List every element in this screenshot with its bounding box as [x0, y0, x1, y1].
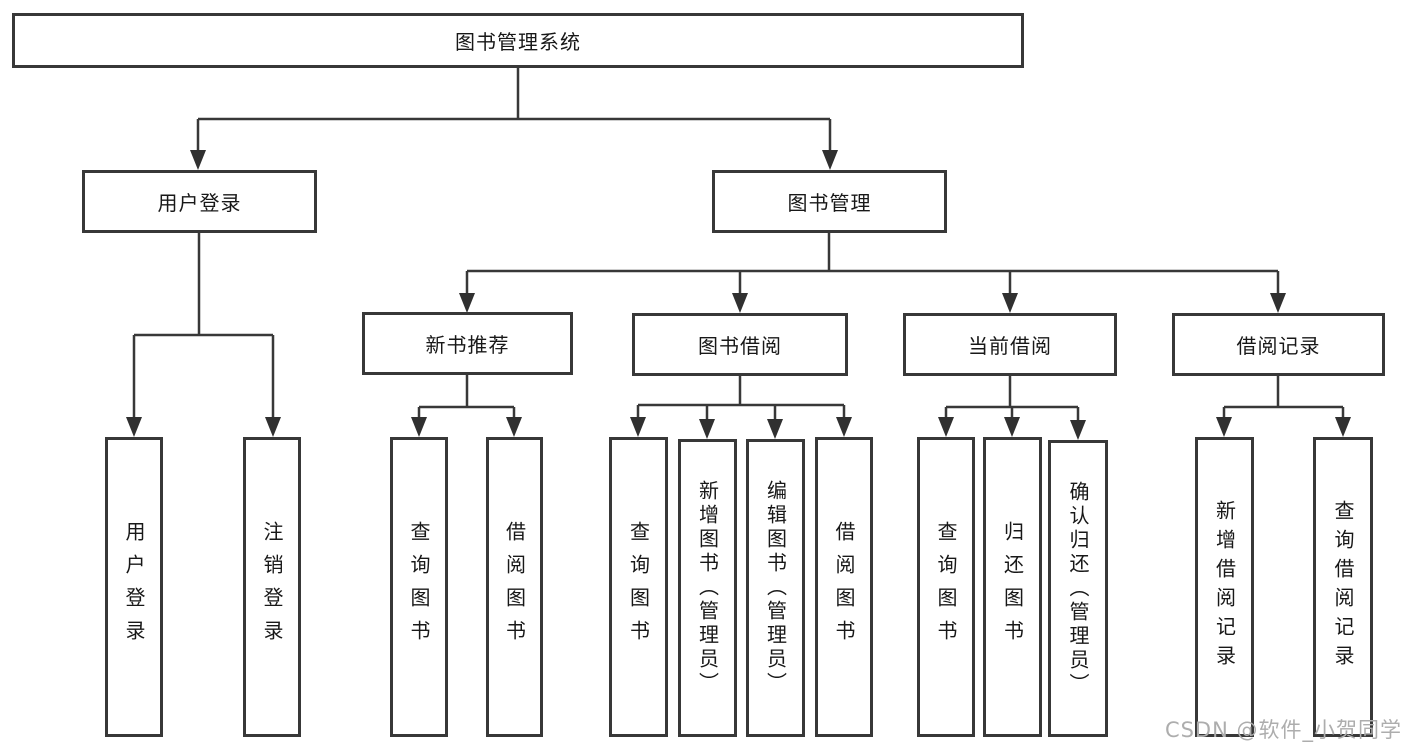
node-book-management: 图书管理	[712, 170, 947, 233]
node-current-borrow: 当前借阅	[903, 313, 1117, 376]
leaf-newbook-borrow-books: 借阅图书	[486, 437, 543, 737]
leaf-newbook-query-books-label: 查询图书	[407, 521, 431, 653]
leaf-current-confirm-return-admin-label: 确认归还（管理员）	[1066, 480, 1090, 697]
leaf-records-query-record: 查询借阅记录	[1313, 437, 1373, 737]
leaf-borrow-add-books-admin: 新增图书（管理员）	[678, 439, 737, 737]
leaf-borrow-query-books: 查询图书	[609, 437, 668, 737]
leaf-borrow-borrow-books-label: 借阅图书	[832, 521, 856, 653]
leaf-records-add-record: 新增借阅记录	[1195, 437, 1254, 737]
leaf-records-query-record-label: 查询借阅记录	[1331, 500, 1355, 674]
leaf-current-query-books: 查询图书	[917, 437, 975, 737]
leaf-newbook-query-books: 查询图书	[390, 437, 448, 737]
leaf-current-query-books-label: 查询图书	[934, 521, 958, 653]
node-book-management-label: 图书管理	[787, 191, 872, 215]
node-book-borrow-label: 图书借阅	[698, 334, 782, 358]
leaf-logout: 注销登录	[243, 437, 301, 737]
leaf-current-confirm-return-admin: 确认归还（管理员）	[1048, 440, 1108, 737]
leaf-user-login: 用户登录	[105, 437, 163, 737]
leaf-borrow-edit-books-admin-label: 编辑图书（管理员）	[763, 480, 788, 696]
node-new-book-recommend: 新书推荐	[362, 312, 573, 375]
leaf-newbook-borrow-books-label: 借阅图书	[502, 521, 527, 653]
node-user-login: 用户登录	[82, 170, 317, 233]
leaf-records-add-record-label: 新增借阅记录	[1212, 500, 1237, 674]
node-root-label: 图书管理系统	[455, 30, 581, 54]
node-user-login-label: 用户登录	[157, 191, 242, 215]
node-book-borrow: 图书借阅	[632, 313, 848, 376]
node-root: 图书管理系统	[12, 13, 1024, 68]
leaf-borrow-add-books-admin-label: 新增图书（管理员）	[695, 480, 720, 696]
leaf-borrow-query-books-label: 查询图书	[626, 521, 651, 653]
leaf-borrow-borrow-books: 借阅图书	[815, 437, 873, 737]
leaf-borrow-edit-books-admin: 编辑图书（管理员）	[746, 439, 805, 737]
leaf-user-login-label: 用户登录	[122, 521, 146, 653]
leaf-current-return-books-label: 归还图书	[1000, 521, 1025, 653]
csdn-watermark: CSDN @软件_小贺同学	[1164, 718, 1402, 742]
leaf-current-return-books: 归还图书	[983, 437, 1042, 737]
node-borrow-records-label: 借阅记录	[1236, 334, 1321, 358]
leaf-logout-label: 注销登录	[260, 521, 284, 653]
node-new-book-recommend-label: 新书推荐	[425, 333, 510, 357]
node-current-borrow-label: 当前借阅	[968, 334, 1052, 358]
node-borrow-records: 借阅记录	[1172, 313, 1385, 376]
